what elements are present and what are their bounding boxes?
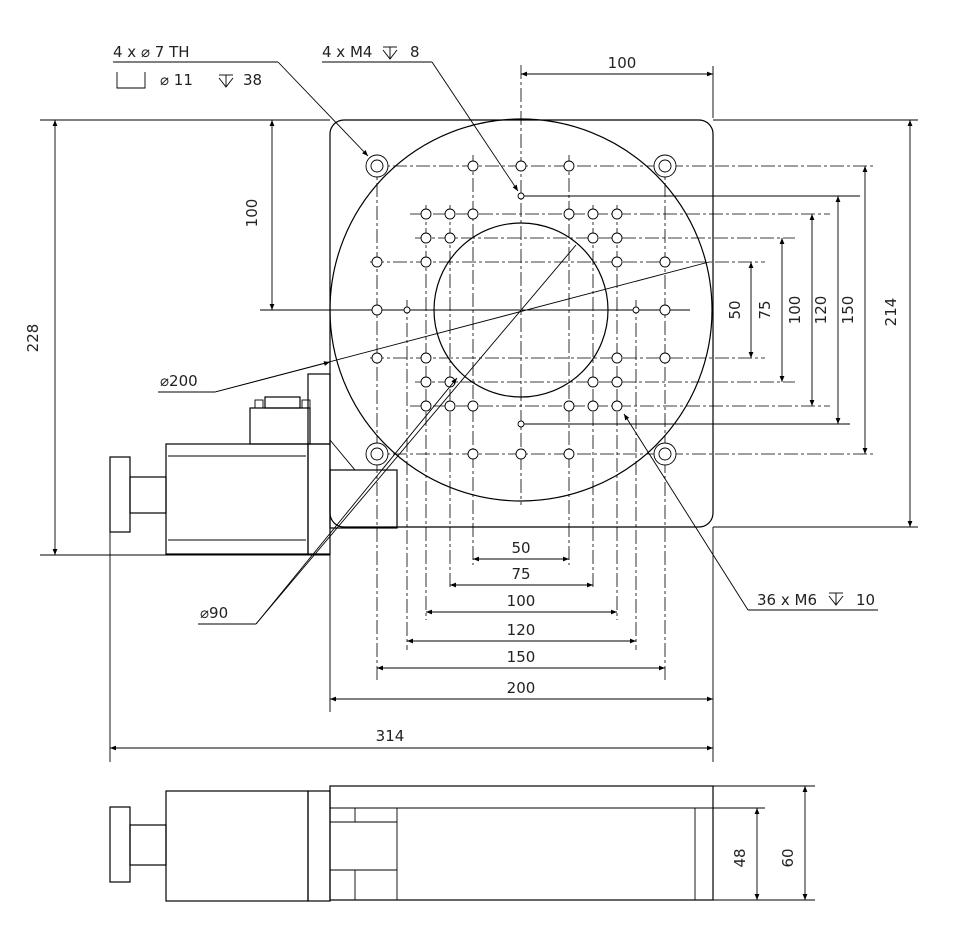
dim-right-50: 50 (726, 300, 744, 319)
dim-bottom-150: 150 (507, 648, 536, 666)
square-plate (329, 119, 714, 528)
dim-right-120: 120 (812, 296, 830, 325)
counterbore-dia-label: ⌀ 11 (160, 71, 193, 89)
m6-holes-label: 36 x M6 (757, 591, 817, 609)
side-view: 48 60 (109, 785, 815, 902)
dim-bottom-100: 100 (507, 592, 536, 610)
dim-left-100: 100 (243, 199, 261, 228)
callouts: 4 x ⌀ 7 TH ⌀ 11 38 4 x M4 8 36 x M6 (113, 43, 878, 625)
through-holes-label: 4 x ⌀ 7 TH (113, 43, 190, 61)
side-plate (329, 785, 714, 901)
depth-symbol-icon (828, 592, 844, 606)
depth-symbol-icon (218, 74, 234, 88)
m4-depth-label: 8 (410, 43, 420, 61)
dim-side-60: 60 (779, 848, 797, 867)
dim-bottom-120: 120 (507, 621, 536, 639)
dim-right-100: 100 (786, 296, 804, 325)
dia-90-label: ⌀90 (200, 604, 228, 622)
dim-bottom-50: 50 (511, 539, 530, 557)
dim-bottom-75: 75 (511, 565, 530, 583)
counterbore-depth-label: 38 (243, 71, 262, 89)
dia-200-label: ⌀200 (160, 372, 198, 390)
through-holes (365, 154, 677, 466)
m6-depth-label: 10 (856, 591, 875, 609)
m4-holes (403, 192, 640, 428)
dim-left-228: 228 (24, 324, 42, 353)
motor-assembly (40, 373, 398, 556)
dim-side-48: 48 (731, 848, 749, 867)
hole-grid-lines (370, 155, 875, 680)
plan-dimensions: 100 228 100 214 150 120 100 75 50 50 75 (24, 54, 918, 762)
dim-bottom-314: 314 (376, 727, 405, 745)
dim-top-100: 100 (608, 54, 637, 72)
depth-symbol-icon (382, 46, 398, 60)
dim-right-75: 75 (756, 300, 774, 319)
counterbore-symbol-icon (116, 72, 146, 89)
m6-holes (371, 160, 671, 460)
dim-bottom-200: 200 (507, 679, 536, 697)
m4-holes-label: 4 x M4 (322, 43, 372, 61)
plan-view (40, 65, 875, 680)
dim-right-150: 150 (839, 296, 857, 325)
dim-right-214: 214 (882, 298, 900, 327)
